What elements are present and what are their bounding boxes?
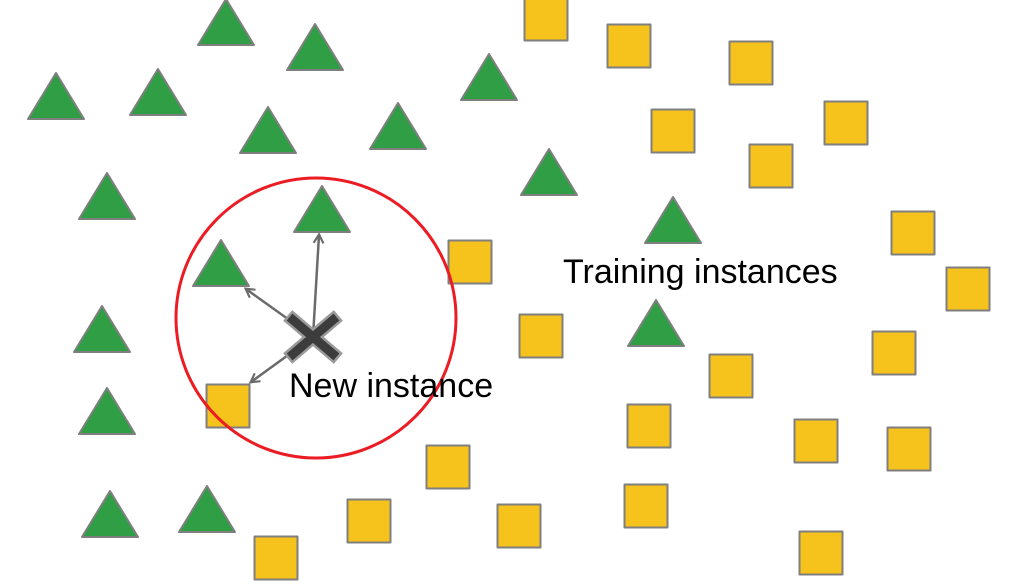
square-training-instance (606, 23, 652, 69)
square-training-instance (823, 100, 869, 146)
square-training-instance (205, 383, 251, 429)
triangle-training-instance (627, 299, 685, 347)
square-training-instance (253, 535, 299, 581)
square-training-instance (728, 40, 774, 86)
square-training-instance (626, 403, 672, 449)
square-training-instance (748, 143, 794, 189)
square-training-instance (623, 483, 669, 529)
triangle-training-instance (644, 196, 702, 244)
triangle-training-instance (460, 53, 518, 101)
square-training-instance (945, 266, 991, 312)
square-training-instance (518, 313, 564, 359)
triangle-training-instance (369, 102, 427, 150)
new-instance-label: New instance (289, 367, 494, 405)
square-training-instance (798, 530, 844, 576)
triangle-training-instance (520, 148, 578, 196)
nearest-neighbors-circle (174, 176, 458, 460)
square-training-instance (871, 330, 917, 376)
square-training-instance (447, 239, 493, 285)
square-training-instance (793, 418, 839, 464)
square-training-instance (708, 353, 754, 399)
triangle-training-instance (78, 172, 136, 220)
square-training-instance (496, 503, 542, 549)
training-instances-label: Training instances (563, 253, 838, 291)
new-instance-x-icon (283, 310, 343, 364)
triangle-training-instance (78, 387, 136, 435)
square-training-instance (346, 498, 392, 544)
triangle-training-instance (81, 490, 139, 538)
triangle-training-instance (129, 68, 187, 116)
triangle-training-instance (197, 0, 255, 46)
triangle-training-instance (239, 106, 297, 154)
square-training-instance (523, 0, 569, 42)
triangle-training-instance (286, 23, 344, 71)
square-training-instance (890, 210, 936, 256)
triangle-training-instance (192, 239, 250, 287)
nearest-neighbor-arrow (311, 235, 319, 338)
triangle-training-instance (178, 485, 236, 533)
triangle-training-instance (27, 72, 85, 120)
triangle-training-instance (73, 305, 131, 353)
square-training-instance (425, 444, 471, 490)
square-training-instance (886, 426, 932, 472)
triangle-training-instance (293, 185, 351, 233)
square-training-instance (650, 108, 696, 154)
